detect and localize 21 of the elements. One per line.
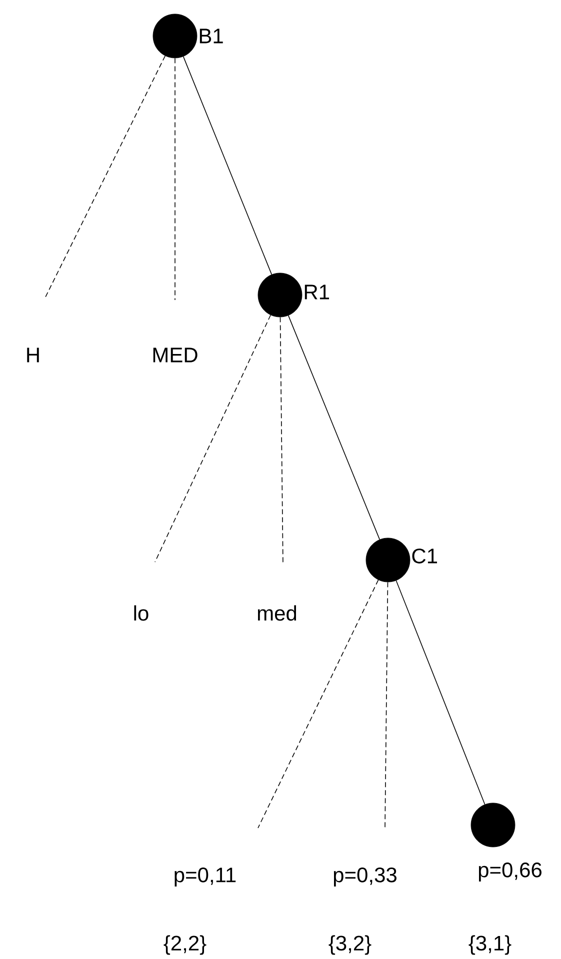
- branch-line: [288, 315, 380, 540]
- tree-node-circle: [470, 802, 516, 848]
- outcome-label: p=0,33: [334, 868, 396, 887]
- branch-line: [182, 56, 272, 275]
- outcome-label: p=0,11: [174, 868, 236, 887]
- dashed-branch-line: [258, 580, 379, 828]
- outcome-label: lo: [134, 605, 148, 621]
- dashed-branch-line: [44, 56, 166, 298]
- branch-line: [396, 580, 486, 805]
- outcome-label: MED: [153, 348, 198, 362]
- node-label: R1: [304, 284, 329, 300]
- dashed-branch-line: [174, 58, 176, 300]
- dashed-branch-line: [384, 582, 388, 828]
- outcome-label: H: [27, 348, 39, 362]
- outcome-label: {3,1}: [468, 935, 512, 955]
- dashed-branch-line: [154, 314, 271, 562]
- outcome-label: {2,2}: [164, 935, 206, 955]
- node-label: C1: [412, 548, 437, 564]
- outcome-label: med: [258, 605, 296, 621]
- outcome-label: {3,2}: [328, 935, 372, 955]
- node-label: B1: [200, 28, 223, 44]
